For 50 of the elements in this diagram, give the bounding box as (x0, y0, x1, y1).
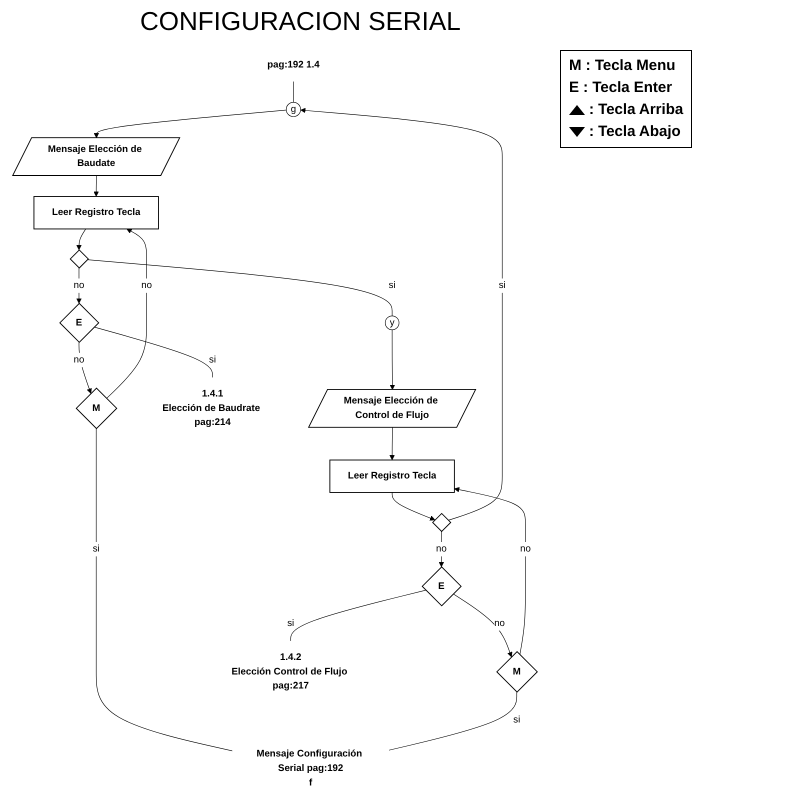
legend-label: E : Tecla Enter (569, 78, 672, 98)
node-text: 1.4.2 Elección Control de Flujo pag:217 (231, 652, 348, 692)
node-diamond (70, 249, 89, 269)
node-circle: g (286, 102, 301, 117)
arrow (454, 487, 526, 655)
arrow (390, 427, 395, 460)
node-diamond: M (76, 388, 118, 430)
connector (86, 259, 392, 316)
legend-label: M : Tecla Menu (569, 56, 676, 76)
node-text: 1.4.1 Elección de Baudrate pag:214 (162, 388, 260, 428)
edge-label: no (141, 280, 152, 291)
edge-label: si (388, 280, 396, 291)
node-text: pag:192 1.4 (267, 60, 320, 70)
node-box: Leer Registro Tecla (329, 460, 455, 493)
legend-label: : Tecla Abajo (589, 122, 681, 142)
node-diamond: E (422, 566, 462, 606)
edge-label: no (436, 544, 447, 554)
arrow (392, 492, 436, 521)
arrow (106, 228, 147, 399)
edge-label: si (92, 544, 100, 554)
edge-label: si (498, 280, 506, 291)
arrow (300, 108, 503, 521)
arrow (78, 342, 92, 394)
connector (94, 326, 213, 378)
edge-label: no (74, 280, 84, 291)
connector (96, 428, 233, 752)
arrow (390, 329, 396, 390)
node-diamond: E (59, 302, 100, 343)
edge-label: no (520, 544, 531, 554)
node-box: Leer Registro Tecla (33, 196, 159, 230)
edge-label: no (74, 354, 84, 365)
edge-label: si (287, 618, 294, 628)
arrow (76, 268, 82, 304)
connector (290, 590, 426, 642)
node-circle: y (384, 316, 400, 330)
edge-label: si (513, 714, 520, 726)
node-diamond (432, 512, 452, 532)
arrow (438, 531, 444, 568)
node-diamond: M (496, 651, 538, 693)
legend-label: : Tecla Arriba (589, 100, 684, 120)
node-text: Mensaje Configuración Serial pag:192 f (256, 748, 362, 788)
arrow (76, 228, 86, 250)
arrow (94, 110, 287, 138)
arrow (94, 175, 99, 197)
connector (293, 80, 294, 103)
connector (388, 692, 518, 751)
edge-label: si (209, 354, 216, 365)
arrow (452, 594, 512, 658)
diagram-title: CONFIGURACION SERIAL (140, 6, 461, 37)
edge-label: no (494, 618, 505, 628)
